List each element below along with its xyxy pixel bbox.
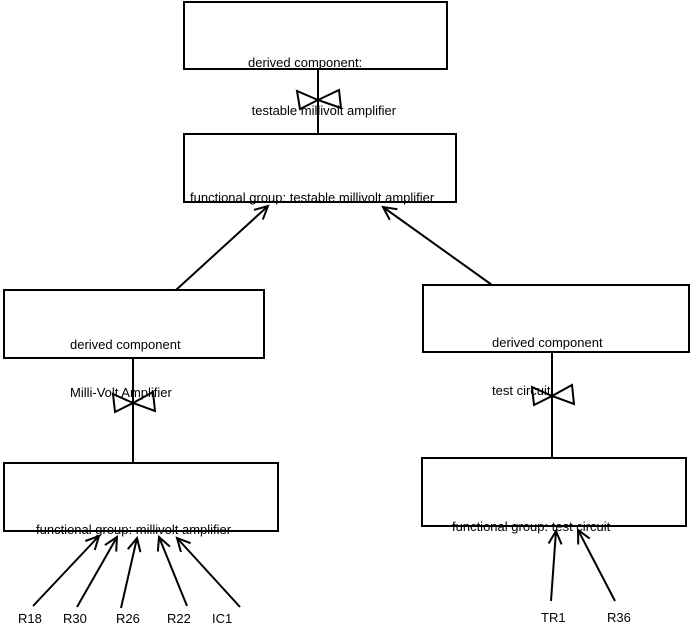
- bowtie-icon: [111, 390, 157, 414]
- arrow-rightderived-topfunctional: [381, 205, 493, 286]
- bowtie-icon: [530, 383, 576, 407]
- arrow-tr1-rightfunctional: [547, 528, 563, 602]
- node-label: functional group: testable millivolt amp…: [190, 190, 435, 205]
- node-label: functional group: test circuit: [452, 519, 611, 534]
- bowtie-icon: [295, 88, 343, 111]
- arrow-r30-leftfunctional: [76, 535, 119, 608]
- arrow-leftderived-topfunctional: [175, 204, 270, 291]
- node-label-line2: testable millivolt amplifier: [248, 103, 397, 118]
- node-functional-group-test-circuit: functional group: test circuit: [421, 457, 687, 534]
- node-label-line1: derived component:: [248, 55, 363, 70]
- node-label-line2: Milli-Volt Amplifier: [70, 385, 172, 400]
- node-label-line2: test circuit: [492, 383, 551, 398]
- node-functional-group-testable-millivolt-amplifier: functional group: testable millivolt amp…: [183, 133, 457, 205]
- leaf-label-r26: R26: [116, 611, 140, 626]
- arrow-r22-leftfunctional: [156, 534, 188, 607]
- leaf-label-tr1: TR1: [541, 610, 566, 625]
- node-derived-testable-millivolt-amplifier: derived component: testable millivolt am…: [183, 1, 448, 118]
- node-label-line1: derived component: [492, 335, 603, 350]
- node-derived-milli-volt-amplifier: derived component Milli-Volt Amplifier: [3, 289, 265, 400]
- leaf-label-r22: R22: [167, 611, 191, 626]
- arrow-r18-leftfunctional: [32, 534, 101, 607]
- node-functional-group-millivolt-amplifier: functional group: millivolt amplifier: [3, 462, 279, 537]
- node-derived-test-circuit: derived component test circuit: [422, 284, 690, 398]
- node-label: functional group: millivolt amplifier: [36, 522, 232, 537]
- leaf-label-r18: R18: [18, 611, 42, 626]
- arrow-r26-leftfunctional: [120, 535, 142, 609]
- node-label-line1: derived component: [70, 337, 181, 352]
- arrow-ic1-leftfunctional: [175, 536, 241, 608]
- arrow-r36-rightfunctional: [576, 528, 616, 602]
- leaf-label-ic1: IC1: [212, 611, 233, 626]
- leaf-label-r36: R36: [607, 610, 631, 625]
- leaf-label-r30: R30: [63, 611, 87, 626]
